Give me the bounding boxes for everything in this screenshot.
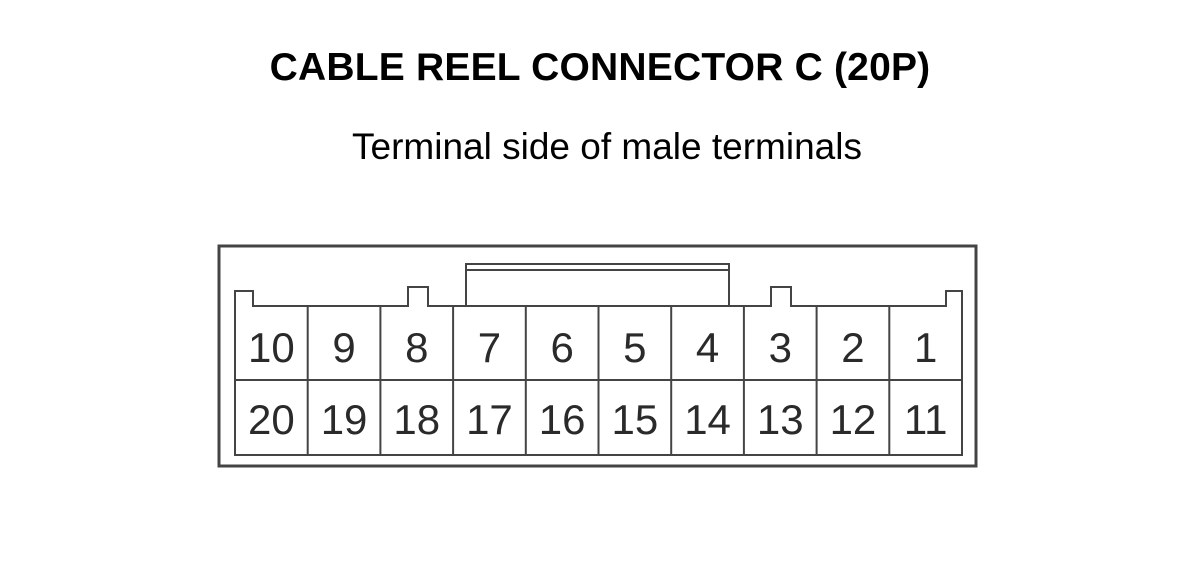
diagram-subtitle: Terminal side of male terminals	[352, 126, 862, 167]
pin-label-16: 16	[539, 396, 586, 443]
pin-label-12: 12	[830, 396, 877, 443]
pin-label-9: 9	[332, 324, 355, 371]
pin-label-4: 4	[696, 324, 719, 371]
pin-label-5: 5	[623, 324, 646, 371]
pin-label-14: 14	[684, 396, 731, 443]
pin-label-7: 7	[478, 324, 501, 371]
pin-label-15: 15	[611, 396, 658, 443]
pin-label-11: 11	[904, 396, 948, 443]
pin-label-20: 20	[248, 396, 295, 443]
diagram-title: CABLE REEL CONNECTOR C (20P)	[269, 46, 931, 89]
pin-label-2: 2	[841, 324, 864, 371]
connector-lock-ridge	[465, 263, 730, 306]
connector-cavity-outline	[234, 286, 963, 456]
pin-label-18: 18	[393, 396, 440, 443]
pin-label-17: 17	[466, 396, 513, 443]
connector-housing	[217, 244, 978, 468]
pin-label-19: 19	[321, 396, 368, 443]
pin-label-1: 1	[914, 324, 937, 371]
pin-label-13: 13	[757, 396, 804, 443]
pin-label-3: 3	[769, 324, 792, 371]
pin-label-8: 8	[405, 324, 428, 371]
pin-label-6: 6	[550, 324, 573, 371]
pin-label-10: 10	[248, 324, 295, 371]
